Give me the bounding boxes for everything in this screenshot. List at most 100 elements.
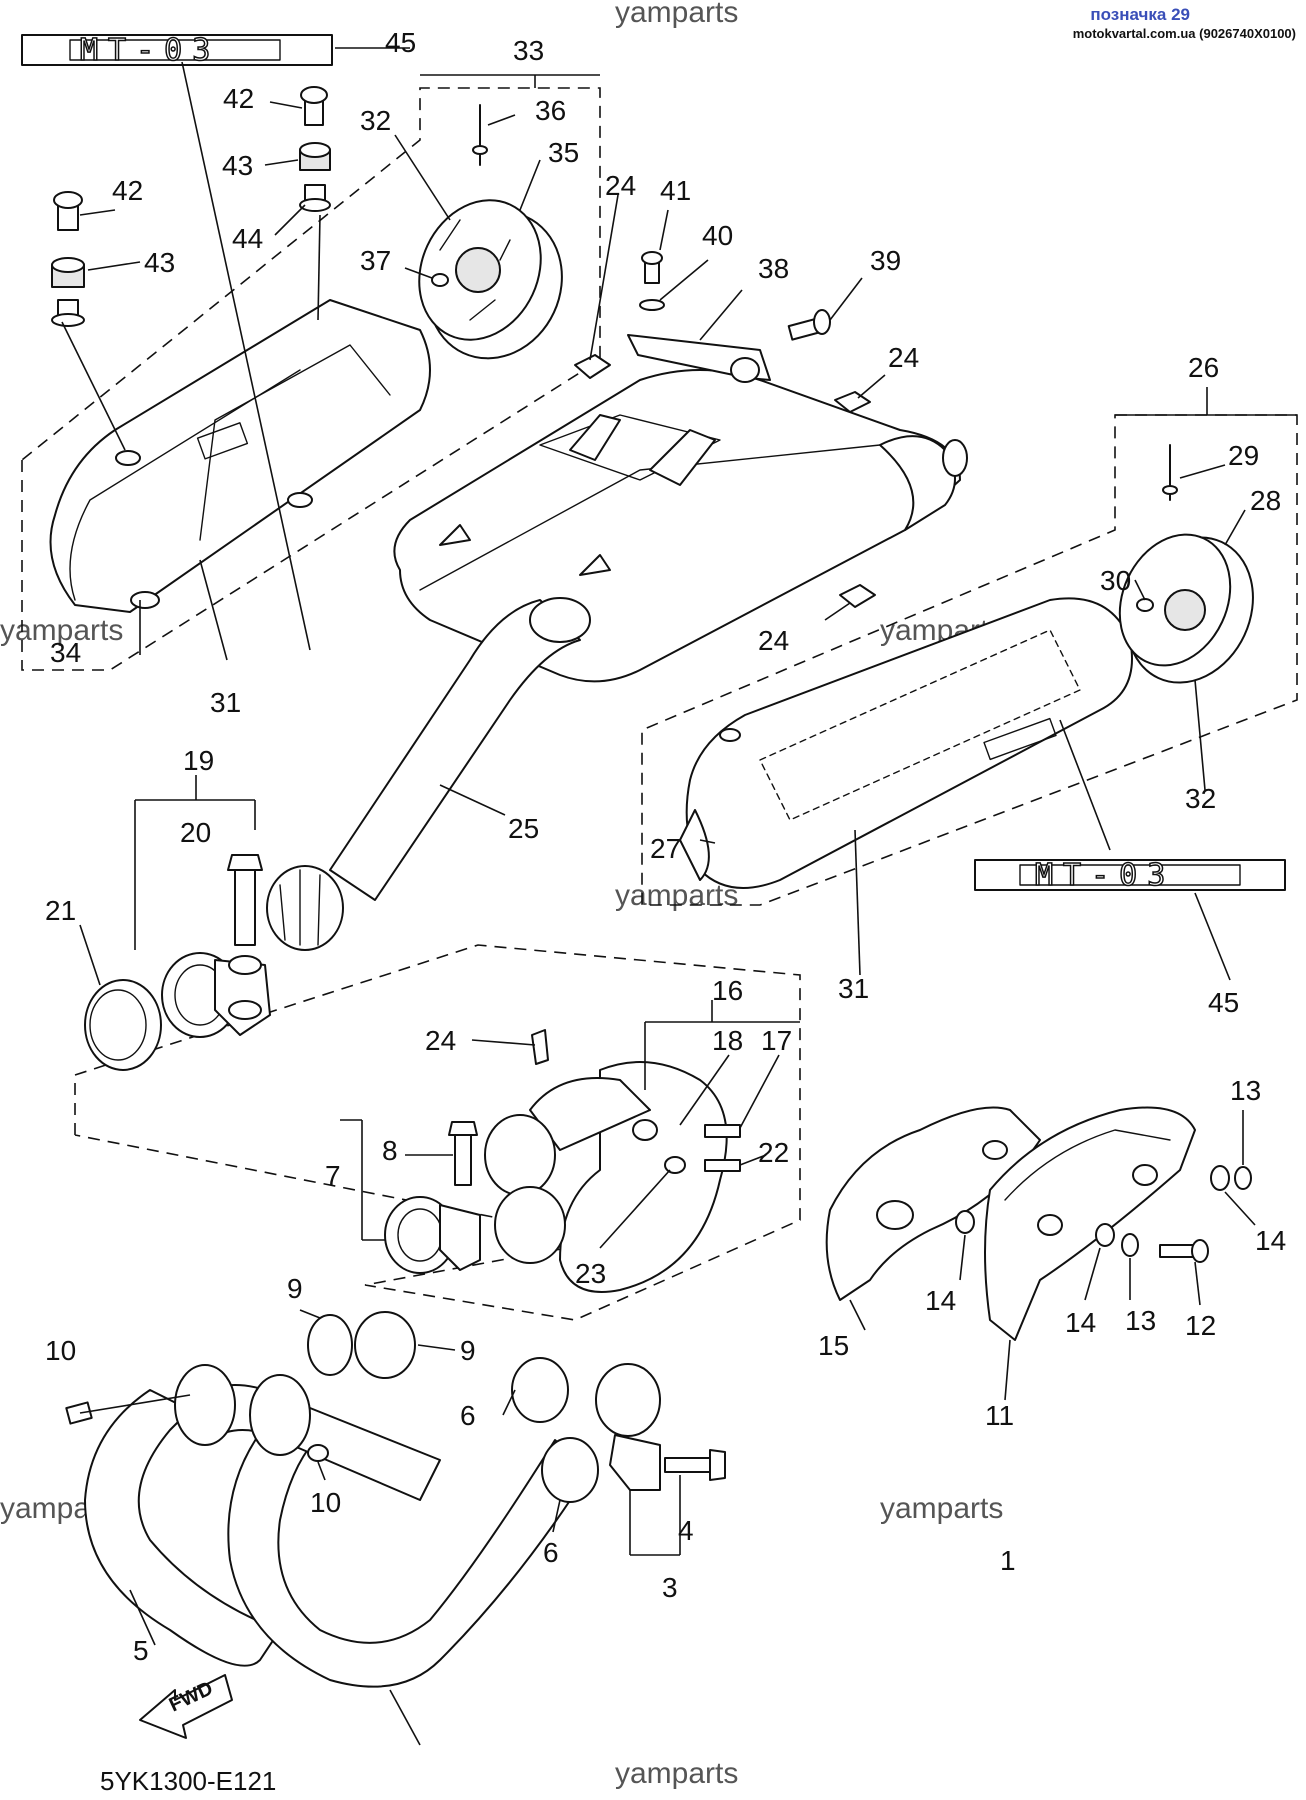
callout-label: 9 (287, 1273, 303, 1304)
callout-label: 40 (702, 220, 733, 251)
watermark: yamparts (615, 1757, 738, 1790)
leader-line (471, 1039, 536, 1046)
callout-label: 4 (678, 1515, 694, 1546)
callout-label: 16 (712, 975, 743, 1006)
grommet-43-top (299, 142, 331, 158)
mt03-badge-top: MT-03 (21, 32, 333, 69)
callout-label: 23 (575, 1258, 606, 1289)
bolt-8-head (448, 1121, 478, 1136)
callout-label: 26 (1188, 352, 1219, 383)
header: позначка 29 motokvartal.com.ua (9026740X… (1073, 5, 1296, 41)
watermarks: yamparts yamparts yamparts yamparts yamp… (0, 0, 1003, 1790)
washer-30 (1136, 598, 1154, 612)
pipe-27-stub (679, 809, 710, 881)
washer-14 (1095, 1223, 1115, 1247)
muffler-body (393, 369, 961, 683)
bolt-39-head (813, 309, 831, 335)
callout-label: 33 (513, 35, 544, 66)
leader-line (1194, 892, 1231, 981)
leader-line (129, 1589, 156, 1646)
callout-label: 12 (1185, 1310, 1216, 1341)
leader-line (659, 259, 709, 301)
mount-tab (579, 554, 611, 576)
diagram-code: 5YK1300-E121 (100, 1766, 276, 1796)
leader-lines (61, 47, 1297, 1746)
leader-line (394, 134, 451, 221)
clip-24 (839, 584, 876, 608)
joint-16-clamp-upper (484, 1114, 556, 1196)
leader-line (439, 784, 506, 816)
bracket-lug (569, 414, 621, 461)
callout-label: 8 (382, 1135, 398, 1166)
badge-45-inset (69, 39, 281, 61)
callout-numbers: 1 3 4 5 6 6 7 8 9 9 10 10 11 12 13 13 14… (45, 27, 1286, 1666)
cover-label-window (759, 629, 1081, 821)
badge-45-inset (1019, 864, 1241, 886)
clamp-19-bolt-hole (228, 1000, 262, 1020)
protector-15-hole (876, 1200, 914, 1230)
protector-11-hole (1037, 1214, 1063, 1236)
callout-label: 10 (45, 1335, 76, 1366)
muffler-cover-31-left (49, 299, 431, 613)
clip-24 (531, 1029, 549, 1065)
leader-line (1194, 679, 1206, 791)
washer-13 (1121, 1233, 1139, 1257)
leader-line (199, 559, 228, 661)
leader-line (739, 1054, 780, 1129)
bolt-4-head (709, 1449, 726, 1481)
joint-16-clamp-lower (494, 1186, 566, 1264)
leader-line (959, 1234, 966, 1281)
gasket-6 (541, 1437, 599, 1503)
badge-45-text: MT-03 (80, 33, 220, 68)
callout-label: 36 (535, 95, 566, 126)
gasket-21-inner (89, 989, 147, 1061)
leader-line (699, 289, 743, 341)
leader-line (1134, 579, 1146, 601)
leader-line (79, 1394, 191, 1414)
cover-mount-hole (287, 492, 313, 508)
bracket-lug (649, 429, 716, 486)
watermark: yamparts (880, 1492, 1003, 1525)
bolt-22 (704, 1159, 741, 1172)
callout-label: 35 (548, 137, 579, 168)
bracket-38 (627, 251, 831, 383)
clip-24 (834, 391, 871, 413)
gasket-21 (84, 979, 162, 1071)
callout-label: 31 (838, 973, 869, 1004)
clamp-7-lug (439, 1204, 481, 1271)
callout-label: 5 (133, 1635, 149, 1666)
clips-24 (531, 354, 876, 1065)
leader-line (1224, 509, 1246, 546)
rivet-29-head (1162, 485, 1178, 495)
muffler-end (879, 435, 956, 531)
muffler-outlet (942, 439, 968, 477)
callout-label: 21 (45, 895, 76, 926)
callout-label: 19 (183, 745, 214, 776)
cover-label-plate (196, 422, 249, 460)
callout-label: 42 (223, 83, 254, 114)
callout-label: 43 (144, 247, 175, 278)
exhaust-flange-2 (249, 1374, 311, 1456)
clamp-3-lug (609, 1434, 661, 1491)
callout-label: 3 (662, 1572, 678, 1603)
callout-label: 44 (232, 223, 263, 254)
callout-label: 18 (712, 1025, 743, 1056)
bracket-38-bushing (730, 357, 760, 383)
watermark: yamparts (615, 879, 738, 912)
callout-label: 39 (870, 245, 901, 276)
bolt-41-head (641, 251, 663, 265)
page-label: позначка 29 (1090, 5, 1190, 24)
clamp-assembly-19 (84, 854, 271, 1071)
watermark: yamparts (0, 614, 123, 647)
leader-line (1059, 719, 1111, 851)
leader-line (317, 214, 321, 321)
callout-label: 31 (210, 687, 241, 718)
protector-11-hole (1132, 1164, 1158, 1186)
callout-label: 27 (650, 833, 681, 864)
leader-line (857, 374, 886, 399)
clamp-3 (595, 1363, 661, 1437)
protector-15-hole (982, 1140, 1008, 1160)
callout-label: 10 (310, 1487, 341, 1518)
bolt-12-head (1191, 1239, 1209, 1263)
